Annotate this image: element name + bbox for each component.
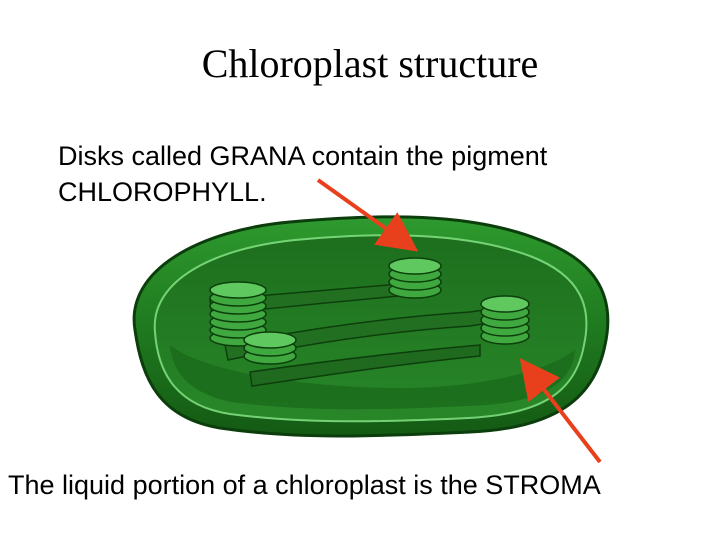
grana-caption-line-1: Disks called GRANA contain the pigment [58, 141, 548, 171]
granum-2 [243, 331, 297, 365]
grana-caption-line-2: CHLOROPHYLL. [58, 177, 267, 207]
slide-title: Chloroplast structure [201, 41, 539, 86]
stroma [170, 345, 575, 410]
grana-caption: Disks called GRANA contain the pigment C… [58, 138, 698, 210]
granum-3 [388, 257, 442, 299]
stroma-arrow [519, 358, 602, 464]
stroma-caption: The liquid portion of a chloroplast is t… [8, 470, 601, 500]
lamella [249, 344, 481, 387]
granum-4 [480, 295, 530, 345]
grana-arrow [316, 178, 419, 252]
